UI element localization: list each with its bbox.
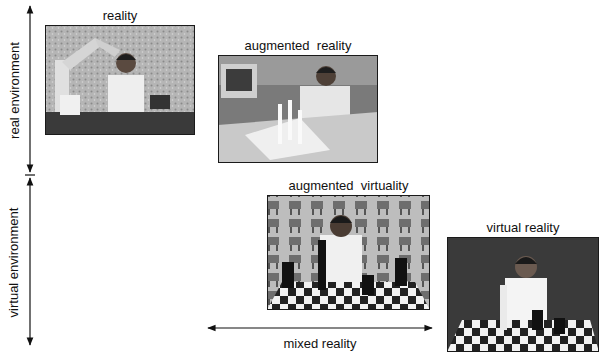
photo-caption: augmented virtuality bbox=[289, 178, 409, 193]
axis-label: real environment bbox=[7, 40, 22, 141]
photo-caption: augmented reality bbox=[245, 38, 352, 53]
axis-tick bbox=[25, 174, 35, 175]
range-label: mixed reality bbox=[282, 336, 359, 351]
photo-frame: augmented reality bbox=[218, 55, 378, 163]
photo bbox=[267, 195, 430, 310]
photo bbox=[218, 55, 378, 163]
photo-frame: virtual reality bbox=[447, 237, 599, 352]
axis-label: virtual environment bbox=[7, 205, 22, 319]
axis-arrow bbox=[29, 178, 30, 345]
photo bbox=[447, 237, 599, 352]
photo-frame: reality bbox=[45, 25, 195, 135]
photo-frame: augmented virtuality bbox=[267, 195, 430, 310]
photo-caption: virtual reality bbox=[487, 220, 560, 235]
axis-arrow bbox=[29, 6, 30, 172]
axis-arrow bbox=[208, 327, 432, 328]
photo-caption: reality bbox=[103, 8, 138, 23]
photo bbox=[45, 25, 195, 135]
